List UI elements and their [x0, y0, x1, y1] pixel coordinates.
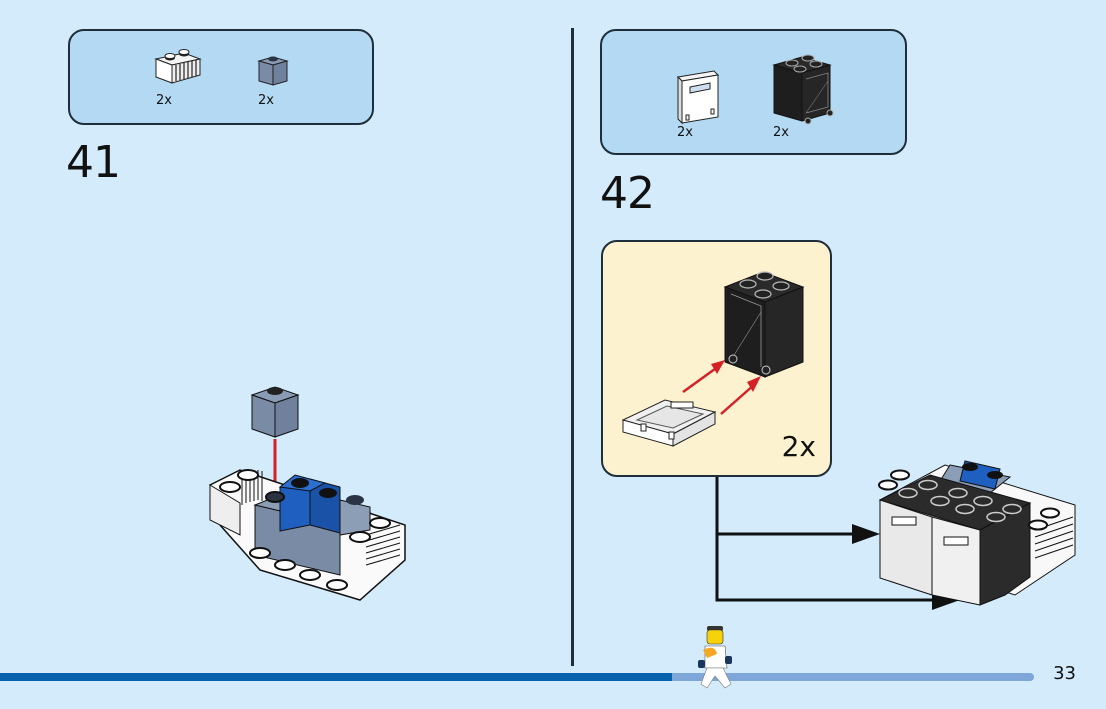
- black-arrow-icon: [852, 524, 880, 544]
- sub-assembly-illustration: [621, 271, 805, 447]
- white-container-door-icon: [676, 70, 720, 125]
- part-quantity: 2x: [258, 93, 274, 108]
- part-quantity: 2x: [156, 93, 172, 108]
- page-number: 33: [1053, 663, 1076, 684]
- step-42-parts-box: 2x 2x: [600, 29, 907, 155]
- black-container-icon: [772, 54, 834, 125]
- part-quantity: 2x: [773, 125, 789, 140]
- step-number-42: 42: [600, 168, 655, 219]
- sub-assembly-box: 2x: [601, 240, 832, 477]
- step-41-assembly-illustration: [209, 386, 406, 601]
- sub-assembly-quantity: 2x: [781, 430, 816, 463]
- red-arrow-icon: [682, 360, 761, 415]
- white-grille-brick-icon: [154, 49, 202, 84]
- page-divider: [571, 28, 574, 666]
- sand-blue-brick-icon: [250, 386, 300, 438]
- step-42-assembly-illustration: [878, 460, 1076, 606]
- progress-fill: [0, 673, 673, 681]
- minifigure-icon: [698, 626, 732, 689]
- sand-blue-1x1-brick-icon: [257, 56, 289, 86]
- step-41-parts-box: 2x 2x: [68, 29, 374, 125]
- step-number-41: 41: [66, 137, 121, 188]
- part-quantity: 2x: [677, 125, 693, 140]
